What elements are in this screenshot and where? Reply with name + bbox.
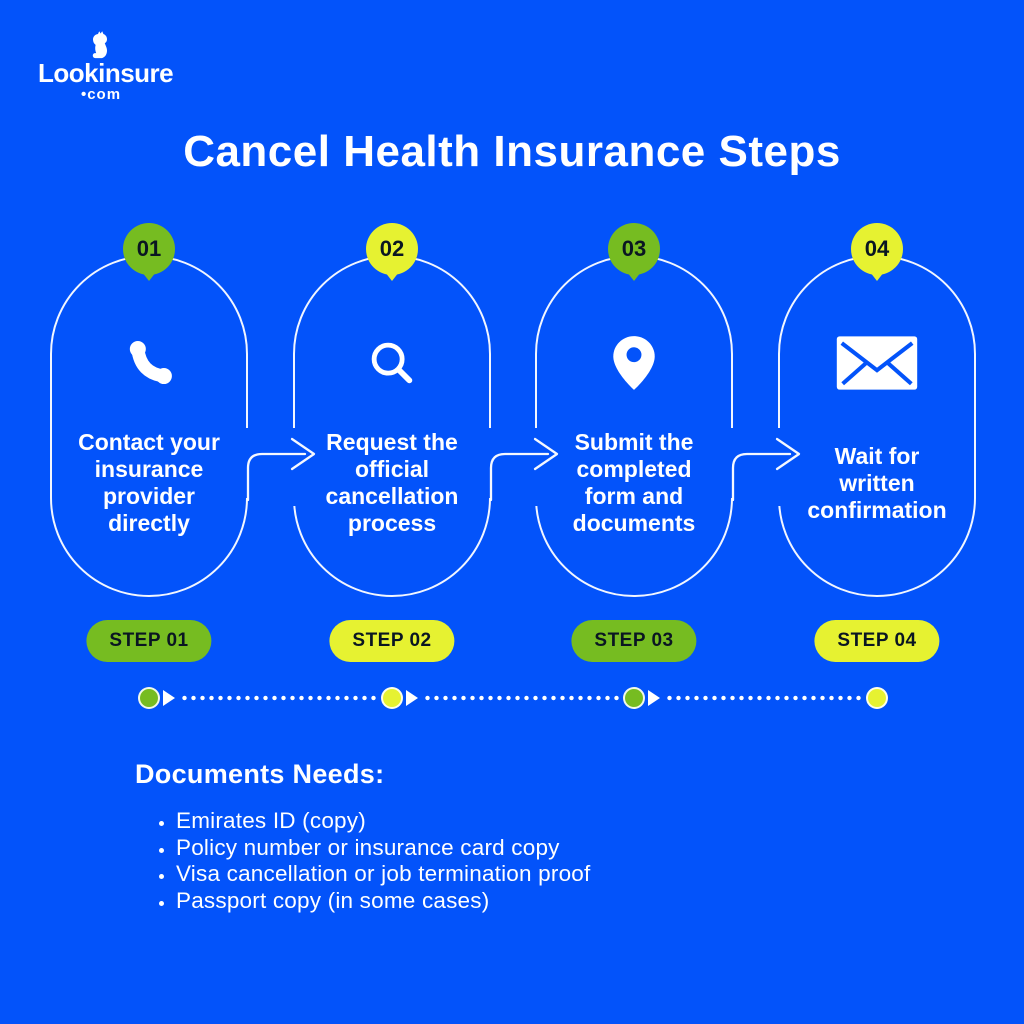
step-text-line: provider xyxy=(102,483,196,509)
timeline-dot xyxy=(866,687,888,709)
step-text-line: confirmation xyxy=(807,496,947,523)
step-number-balloon: 02 xyxy=(366,223,418,275)
brand-logo: Lookinsure •com xyxy=(38,30,174,104)
phone-icon xyxy=(52,319,246,407)
document-item: Emirates ID (copy) xyxy=(176,808,590,835)
step-text-line: documents xyxy=(572,510,696,536)
step-text-line: insurance xyxy=(94,456,204,482)
step-text-line: Submit the xyxy=(574,429,694,455)
step-number-balloon: 01 xyxy=(123,223,175,275)
step-text-line: process xyxy=(347,510,437,536)
step-badge: STEP 04 xyxy=(814,620,940,662)
step-number: 03 xyxy=(621,236,647,261)
location-pin-icon xyxy=(537,319,731,407)
step-badge: STEP 02 xyxy=(329,620,455,662)
connector-arrow-icon xyxy=(246,437,316,502)
step-text-line: Contact your xyxy=(78,429,220,455)
step-badge: STEP 01 xyxy=(86,620,212,662)
step-number-balloon: 03 xyxy=(608,223,660,275)
document-item: Policy number or insurance card copy xyxy=(176,835,590,862)
documents-list: Emirates ID (copy)Policy number or insur… xyxy=(156,808,590,914)
dotted-line xyxy=(180,695,379,701)
step-number: 02 xyxy=(379,236,405,261)
step-text-line: form and xyxy=(584,483,684,509)
timeline-dot xyxy=(381,687,403,709)
dotted-line xyxy=(423,695,621,701)
document-item: Passport copy (in some cases) xyxy=(176,888,590,915)
brand-tld: •com xyxy=(80,86,122,104)
step-text-line: directly xyxy=(108,510,190,536)
document-item: Visa cancellation or job termination pro… xyxy=(176,861,590,888)
connector-arrow-icon xyxy=(489,437,559,502)
dog-mascot-icon xyxy=(92,31,107,59)
timeline-dot xyxy=(138,687,160,709)
brand-name: Lookinsure xyxy=(38,58,174,88)
step-number: 01 xyxy=(136,236,162,261)
envelope-icon xyxy=(780,319,974,407)
arrow-right-icon xyxy=(648,690,660,706)
timeline-dot xyxy=(623,687,645,709)
documents-heading: Documents Needs: xyxy=(135,759,385,789)
arrow-right-icon xyxy=(406,690,418,706)
step-text-line: completed xyxy=(576,456,692,482)
dotted-line xyxy=(665,695,864,701)
step-text-line: Wait for xyxy=(834,442,920,469)
step-number-balloon: 04 xyxy=(851,223,903,275)
step-text-line: cancellation xyxy=(325,483,459,509)
step-text-line: official xyxy=(354,456,430,482)
step-text-line: written xyxy=(839,469,915,496)
step-badge: STEP 03 xyxy=(571,620,697,662)
step-number: 04 xyxy=(864,236,890,261)
page-title: Cancel Health Insurance Steps xyxy=(183,127,841,176)
arrow-right-icon xyxy=(163,690,175,706)
step-text-line: Request the xyxy=(326,429,458,455)
search-icon xyxy=(295,319,489,407)
timeline xyxy=(0,680,1024,720)
connector-arrow-icon xyxy=(731,437,801,502)
